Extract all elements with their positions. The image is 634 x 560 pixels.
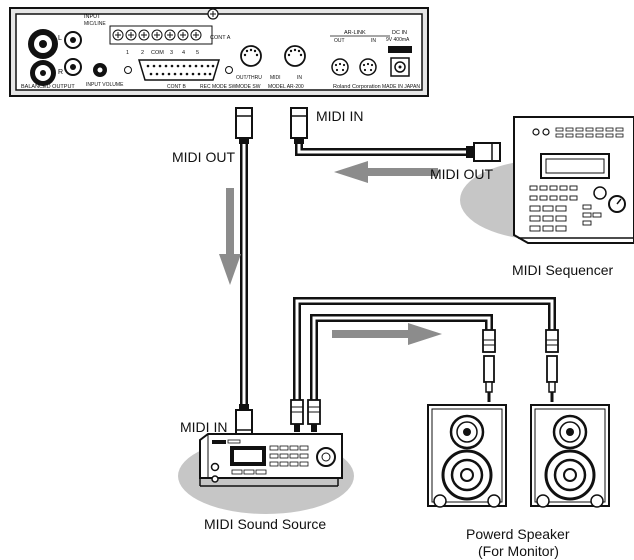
- midi-sequencer-label: MIDI Sequencer: [512, 262, 614, 278]
- cont-b-connector: [124, 59, 233, 81]
- midi-plug-in-top: [290, 107, 308, 144]
- rca-plug-left-speaker: [482, 329, 496, 402]
- headphone-jack: [210, 462, 220, 472]
- midi-plug-sound-source: [235, 404, 253, 439]
- ar-link-label: AR-LINK: [344, 30, 366, 36]
- midi-in-label: IN: [297, 75, 302, 81]
- terminal-num-2: 2: [141, 50, 144, 56]
- terminal-num-5: 5: [196, 50, 199, 56]
- power-note-block: [388, 46, 412, 53]
- input-volume-label: INPUT VOLUME: [86, 82, 124, 88]
- midi-out-left-label: MIDI OUT: [172, 149, 235, 165]
- for-monitor-label: (For Monitor): [478, 543, 559, 559]
- midi-in-top-label: MIDI IN: [316, 108, 364, 124]
- powered-speaker-left: [427, 404, 507, 508]
- cont-a-label: CONT A: [210, 35, 231, 41]
- ar-link-in-port: [359, 58, 377, 76]
- terminal-num-com: COM: [151, 50, 164, 56]
- terminal-num-4: 4: [182, 50, 185, 56]
- rca-plug-right-source: [290, 399, 304, 432]
- midi-sound-source-device: [199, 433, 343, 487]
- arrow-left-signal: [334, 161, 438, 183]
- terminal-num-3: 3: [170, 50, 173, 56]
- midi-out-right-label: MIDI OUT: [430, 166, 493, 182]
- balanced-output-r-jack: [30, 60, 56, 86]
- input-label: INPUT: [84, 14, 101, 20]
- ar-link-out-port: [331, 58, 349, 76]
- jack-r-label: R: [58, 69, 63, 76]
- rca-plug-right-speaker: [545, 329, 559, 402]
- powered-speaker-label: Powerd Speaker: [466, 526, 570, 542]
- jack-l-label: L: [58, 35, 62, 42]
- rec-mode-label: REC MODE SW: [200, 84, 237, 90]
- ar-link-out-label: OUT: [334, 38, 345, 44]
- arrow-right-signal: [332, 323, 442, 345]
- brand-label: Roland Corporation: [333, 84, 381, 90]
- rear-panel-device: L R BALANCED OUTPUT INPUT MIC/LINE INPUT…: [9, 7, 429, 97]
- dc-in-jack: [390, 57, 410, 77]
- mode-sw-label: MODE SW: [236, 84, 261, 90]
- midi-plug-out-top: [235, 107, 253, 144]
- terminal-num-1: 1: [126, 50, 129, 56]
- ar-link-in-label: IN: [371, 38, 376, 44]
- cont-b-label: CONT B: [167, 84, 186, 90]
- midi-cable-from-sequencer: [295, 138, 470, 156]
- balanced-output-l-jack: [28, 29, 58, 59]
- mic-line-label: MIC/LINE: [84, 21, 106, 27]
- midi-plug-sequencer: [466, 142, 501, 162]
- midi-out-thru-port: [240, 45, 262, 67]
- midi-in-port: [284, 45, 306, 67]
- powered-speaker-right: [530, 404, 610, 508]
- sequencer-small-knob: [593, 186, 607, 200]
- made-in-label: MADE IN JAPAN: [382, 84, 420, 90]
- arrow-down-signal: [219, 188, 241, 285]
- midi-in-bottom-label: MIDI IN: [180, 419, 228, 435]
- midi-sound-source-label: MIDI Sound Source: [204, 516, 327, 532]
- rca-plug-left-source: [307, 399, 321, 432]
- model-label: MODEL AR-200: [268, 84, 304, 90]
- dc-in-label: DC IN: [392, 30, 407, 36]
- out-thru-label: OUT/THRU: [236, 75, 262, 81]
- screw-terminal-block: [109, 25, 213, 45]
- balanced-output-label: BALANCED OUTPUT: [21, 84, 75, 90]
- power-spec-label: 9V 400mA: [386, 37, 410, 43]
- midi-label: MIDI: [270, 75, 281, 81]
- midi-sequencer-device: [513, 116, 634, 244]
